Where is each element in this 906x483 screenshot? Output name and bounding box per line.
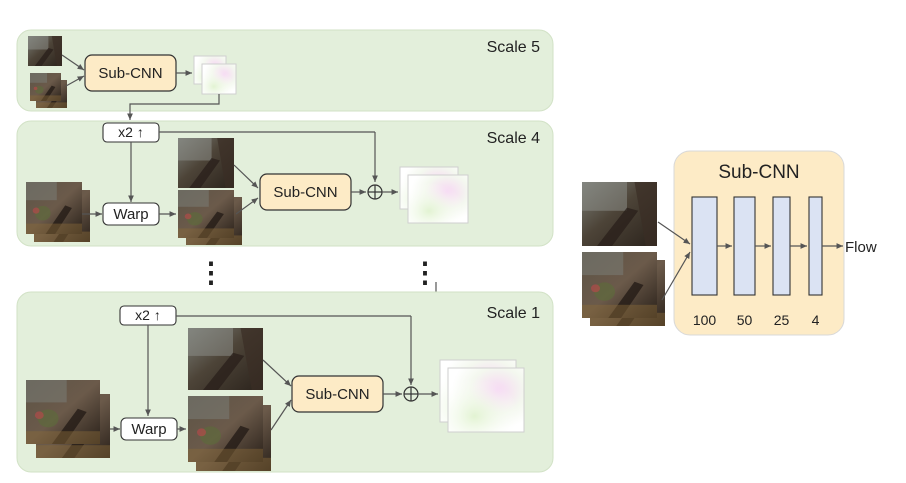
scale4-warped-image xyxy=(178,190,242,245)
scale1-subcnn-block: Sub-CNN xyxy=(291,375,384,413)
scale4-subcnn-block: Sub-CNN xyxy=(259,173,352,211)
scale4-warp-block: Warp xyxy=(102,202,160,226)
scale5-panel: Scale 5 Sub-CNN xyxy=(16,29,554,112)
scale1-add-icon xyxy=(403,386,419,402)
scale1-upsample-block: x2 ↑ xyxy=(119,305,177,326)
detail-title: Sub-CNN xyxy=(718,162,799,183)
scale1-label: Scale 1 xyxy=(487,305,540,322)
scale5-label: Scale 5 xyxy=(487,39,540,56)
scale1-subcnn-label: Sub-CNN xyxy=(305,386,369,403)
scale1-input-image-2 xyxy=(26,380,110,458)
detail-output-label: Flow xyxy=(845,239,877,256)
scale1-flow-output xyxy=(439,359,525,433)
scale4-flow-output xyxy=(399,166,469,224)
detail-layer-1 xyxy=(691,196,718,296)
scale1-warp-block: Warp xyxy=(120,417,178,441)
scale5-subcnn-label: Sub-CNN xyxy=(98,65,162,82)
detail-layer-4 xyxy=(808,196,823,296)
scale4-label: Scale 4 xyxy=(487,130,540,147)
detail-layer-3-label: 25 xyxy=(774,312,790,328)
detail-layer-2 xyxy=(733,196,756,296)
scale4-upsample-block: x2 ↑ xyxy=(102,122,160,143)
detail-layer-2-label: 50 xyxy=(737,312,753,328)
scale4-subcnn-label: Sub-CNN xyxy=(273,184,337,201)
scale4-input-image-2 xyxy=(26,182,90,242)
scale1-upsample-label: x2 ↑ xyxy=(135,307,161,323)
scale4-warp-label: Warp xyxy=(113,206,148,223)
scale1-warp-label: Warp xyxy=(131,421,166,438)
detail-input-image-2 xyxy=(582,252,665,326)
scale5-input-image-1 xyxy=(28,36,62,66)
ellipsis-left: ⋮ xyxy=(197,257,225,288)
subcnn-detail-panel: Sub-CNN Flow 100 50 25 4 xyxy=(582,150,877,336)
scale5-subcnn-block: Sub-CNN xyxy=(84,54,177,92)
detail-input-image-1 xyxy=(582,182,657,246)
scale5-to-scale4-connector xyxy=(127,94,220,120)
detail-layer-3 xyxy=(772,196,791,296)
scale1-reference-image xyxy=(188,328,263,390)
ellipsis-right: ⋮ xyxy=(411,257,439,288)
scale4-upsample-label: x2 ↑ xyxy=(118,124,144,140)
scale1-warped-image xyxy=(188,396,271,471)
scale4-add-icon xyxy=(367,184,383,200)
scale4-panel: Scale 4 x2 ↑ Warp Sub-CNN xyxy=(16,120,554,247)
detail-layer-1-label: 100 xyxy=(693,312,717,328)
scale4-reference-image xyxy=(178,138,234,188)
scale1-panel: Scale 1 x2 ↑ Warp Sub-CNN xyxy=(16,291,554,473)
detail-layer-4-label: 4 xyxy=(812,312,820,328)
